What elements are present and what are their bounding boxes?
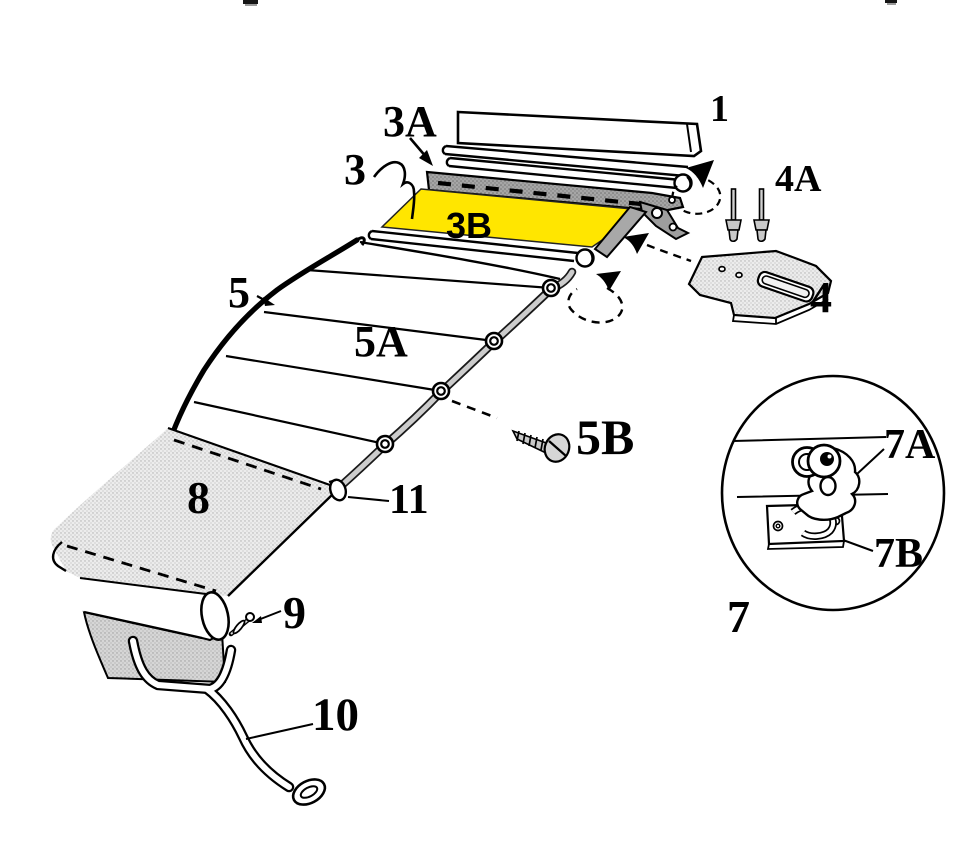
part-4-mounting-plate [687,249,833,325]
part-9-retaining-pin [228,612,255,637]
part-label-10: 10 [312,689,359,741]
strap-eyelet-icon [291,778,327,806]
leader-7a [856,448,885,475]
part-label-8: 8 [187,472,210,523]
part-label-5a: 5A [354,317,408,366]
part-label-3a: 3A [383,97,437,146]
part-label-7: 7 [727,591,750,642]
part-11-bow-pocket-end [328,478,348,502]
leader-7b [842,539,874,552]
part-label-11: 11 [389,477,429,523]
part-label-7b: 7B [874,531,924,577]
part-label-5b: 5B [576,409,635,465]
part-label-3b: 3B [446,205,493,246]
part-label-7a: 7A [884,422,936,468]
part-label-9: 9 [283,587,306,638]
callout-leaders [245,137,433,740]
part-5a-top-fabric [168,240,563,486]
assembly-arrow-middle [567,233,692,324]
panel-8-roller [75,577,230,641]
part-3-hinge-link [593,200,691,259]
part-1-header-panel [441,110,703,193]
cropped-text-fragment [243,0,897,6]
grommet-icon [375,278,561,454]
part-label-1: 1 [710,88,729,130]
leader-10 [245,723,314,740]
leader-9 [257,610,282,621]
part-7-detail-circle [720,374,946,612]
part-4a-screws [725,188,770,243]
part-5b-screw [451,399,571,463]
part-label-4: 4 [810,273,832,322]
part-label-5: 5 [228,268,250,317]
part-label-4a: 4A [775,158,822,200]
leader-11 [347,496,390,502]
part-7a-latch-body [791,443,861,522]
part-10-hold-down-strap [127,635,327,806]
part-label-3: 3 [344,145,366,194]
scalloped-bow-rail [337,267,577,490]
flap-listing-rod [367,229,595,268]
assembly-arrow-top [671,160,722,215]
